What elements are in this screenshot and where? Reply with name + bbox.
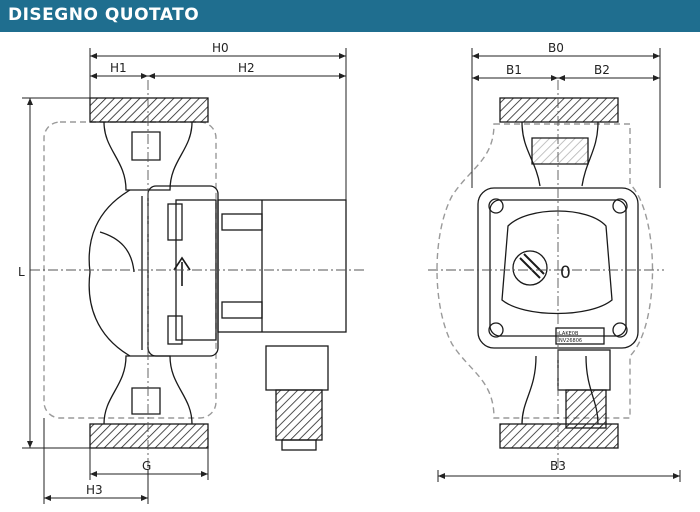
bottom-flange xyxy=(89,423,209,449)
cable-connector xyxy=(265,345,329,391)
dim-l: L xyxy=(18,265,25,279)
dim-b2: B2 xyxy=(594,63,610,77)
control-dial xyxy=(501,210,613,315)
dim-h3: H3 xyxy=(86,483,103,497)
dim-h0: H0 xyxy=(212,41,229,55)
dial-knob-icon xyxy=(512,250,548,286)
front-connector xyxy=(557,349,611,391)
rating-plate xyxy=(555,327,605,345)
dimensioned-drawing: H0 H1 H2 L G H3 0 LAKE0B NV26806 xyxy=(18,41,681,504)
plate-line-2: NV26806 xyxy=(559,338,582,344)
header-title: DISEGNO QUOTATO xyxy=(8,5,200,25)
side-view xyxy=(43,97,347,451)
front-view xyxy=(436,97,654,449)
front-top-flange xyxy=(499,97,619,123)
dim-b3: B3 xyxy=(550,459,566,473)
header-bar: DISEGNO QUOTATO xyxy=(0,0,700,32)
dial-mark: 0 xyxy=(560,263,571,283)
dim-h2: H2 xyxy=(238,61,255,75)
dim-h1: H1 xyxy=(110,61,127,75)
pump-head xyxy=(147,185,219,357)
front-centre-lines xyxy=(428,80,664,470)
front-envelope xyxy=(436,123,654,419)
plate-line-1: LAKE0B xyxy=(559,331,579,337)
motor-housing xyxy=(217,199,347,333)
top-flange xyxy=(89,97,209,123)
flow-arrow-icon xyxy=(173,256,191,286)
side-centre-lines xyxy=(30,80,365,470)
side-dimensions xyxy=(22,48,347,504)
dim-b1: B1 xyxy=(506,63,522,77)
dim-g: G xyxy=(142,459,151,473)
dim-b0: B0 xyxy=(548,41,564,55)
front-dimensions xyxy=(437,48,681,482)
